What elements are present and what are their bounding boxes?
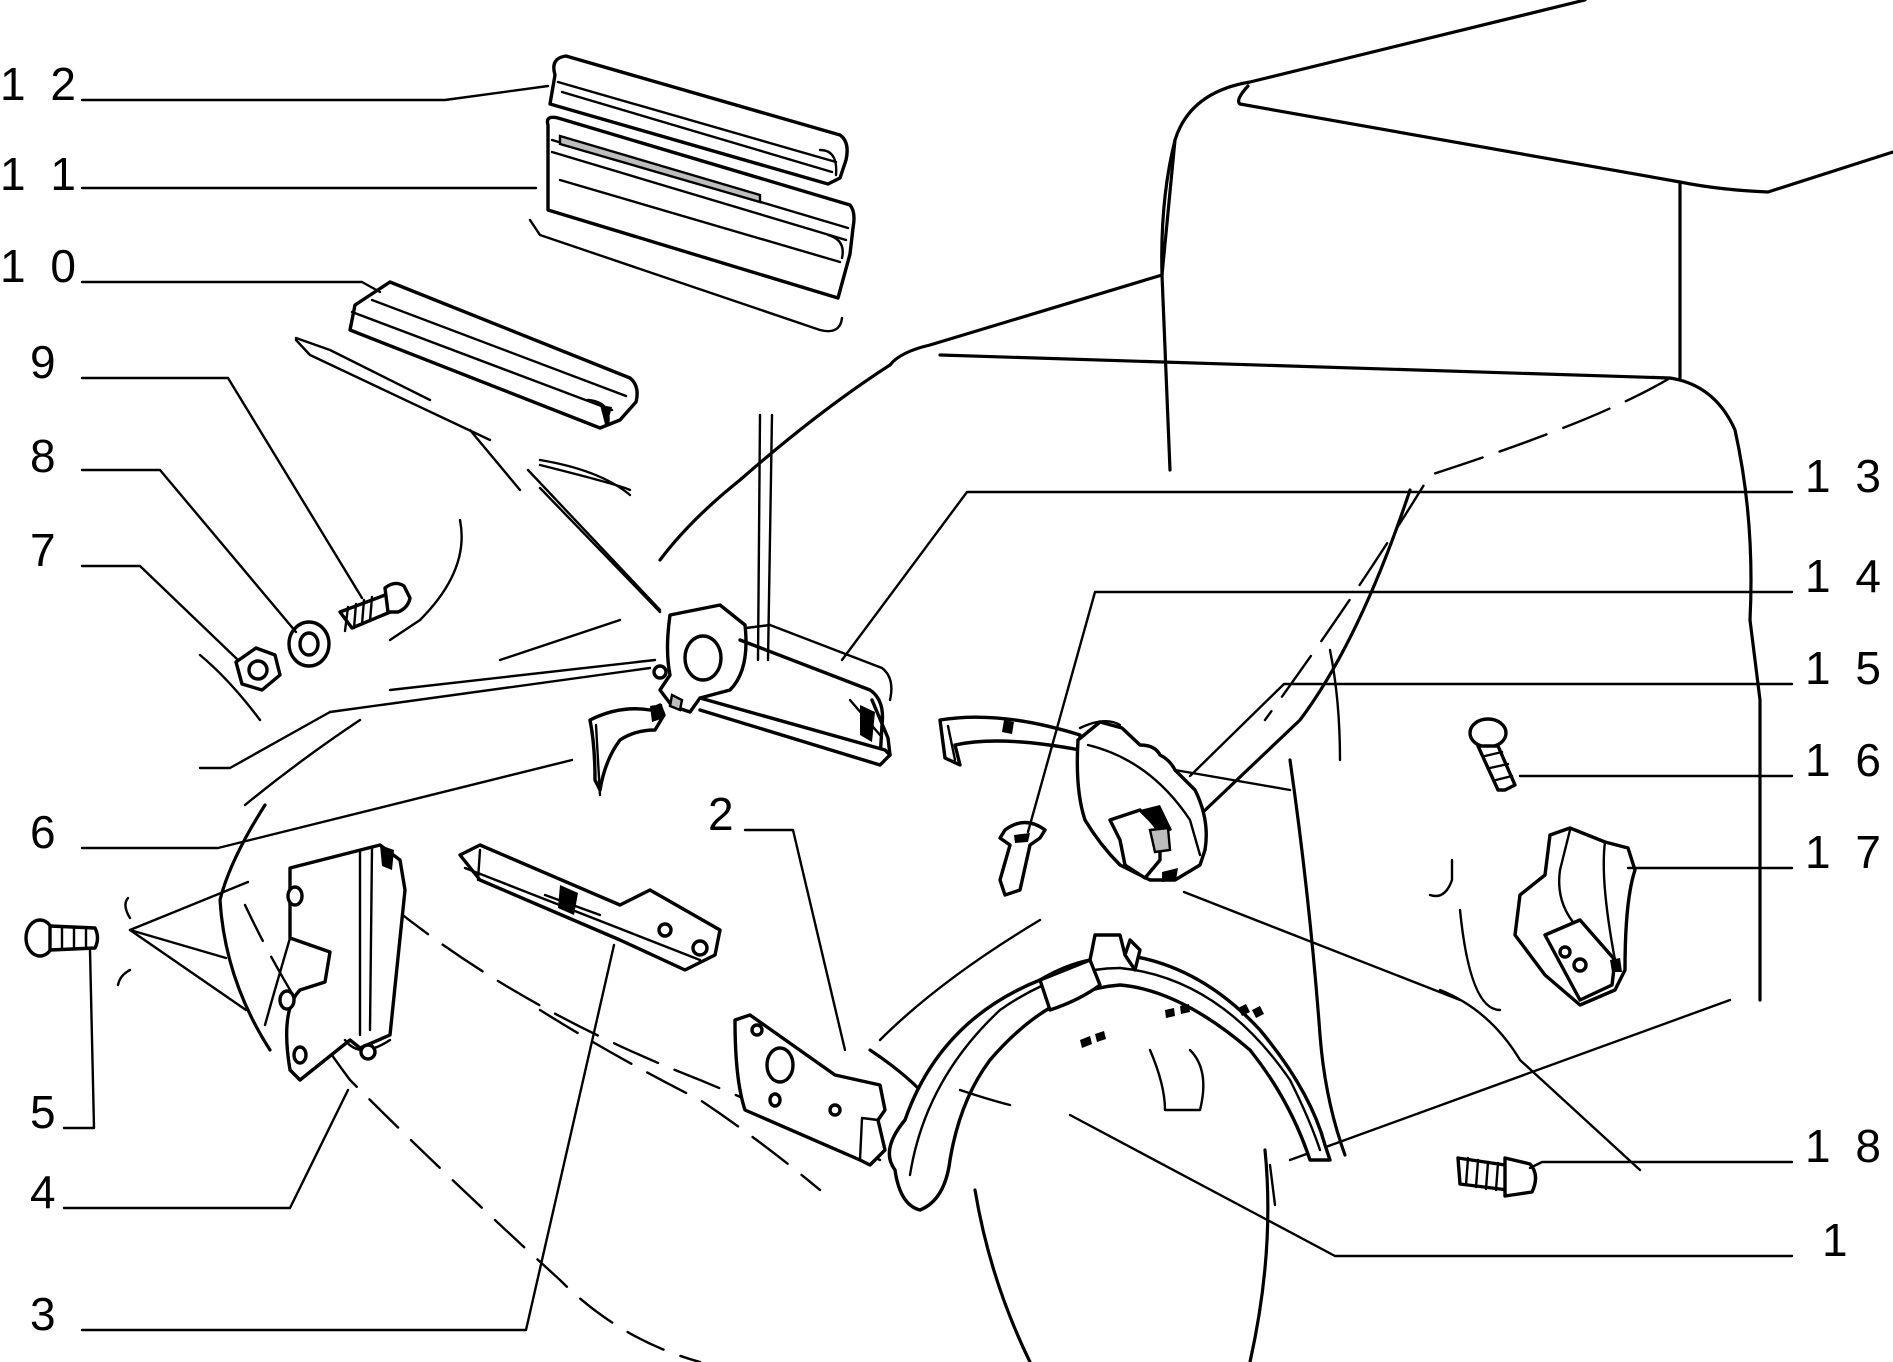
callout-9: 9 bbox=[30, 336, 62, 388]
callout-7: 7 bbox=[30, 524, 62, 576]
part-15-hinge-cover bbox=[1075, 720, 1208, 882]
part-5-push-clip bbox=[24, 918, 100, 958]
part-4-splash-guard bbox=[263, 843, 407, 1082]
vehicle-body-outline bbox=[198, 0, 1893, 1362]
callout-11: 1 1 bbox=[0, 148, 82, 200]
callout-5: 5 bbox=[30, 1086, 62, 1138]
callout-6: 6 bbox=[30, 806, 62, 858]
part-14-grommet bbox=[998, 820, 1047, 897]
part-7-nut bbox=[234, 646, 282, 692]
callout-15: 1 5 bbox=[1805, 642, 1887, 694]
part-13-hinge-bracket bbox=[652, 603, 893, 767]
part-11-seal-strip bbox=[545, 115, 856, 300]
callout-16: 1 6 bbox=[1805, 734, 1887, 786]
part-2-plate bbox=[733, 1013, 887, 1167]
callout-10: 1 0 bbox=[0, 240, 82, 292]
part-9-bolt bbox=[338, 581, 412, 633]
callout-13: 1 3 bbox=[1805, 450, 1887, 502]
callout-3: 3 bbox=[30, 1288, 62, 1340]
bracket-10b bbox=[538, 463, 632, 492]
callout-12: 1 2 bbox=[0, 58, 82, 110]
bracket-5b bbox=[116, 968, 132, 987]
part-3-bracket-rail bbox=[458, 843, 722, 972]
callout-1: 1 bbox=[1822, 1214, 1854, 1266]
part-1-wheel-arch-liner bbox=[887, 933, 1332, 1212]
leader-lines bbox=[62, 84, 1794, 1332]
bracket-11 bbox=[528, 218, 844, 333]
part-18-bolt bbox=[1456, 1156, 1538, 1198]
part-10-seal-strip bbox=[348, 280, 639, 430]
callout-2: 2 bbox=[708, 788, 740, 840]
callout-4: 4 bbox=[30, 1166, 62, 1218]
bracket-10 bbox=[294, 338, 492, 442]
callout-8: 8 bbox=[30, 430, 62, 482]
part-16-push-clip bbox=[1468, 717, 1517, 792]
part-12-seal-strip bbox=[548, 54, 849, 186]
callout-14: 1 4 bbox=[1805, 550, 1887, 602]
callout-18: 1 8 bbox=[1805, 1120, 1887, 1172]
bracket-5 bbox=[124, 896, 132, 920]
callout-17: 1 7 bbox=[1805, 826, 1887, 878]
part-17-bracket bbox=[1513, 826, 1637, 1007]
callout-labels: 1 2 1 1 1 0 9 8 7 6 5 4 3 2 1 3 1 4 1 5 … bbox=[0, 58, 1887, 1340]
part-8-washer bbox=[287, 620, 331, 668]
part-6-clip bbox=[588, 703, 666, 797]
